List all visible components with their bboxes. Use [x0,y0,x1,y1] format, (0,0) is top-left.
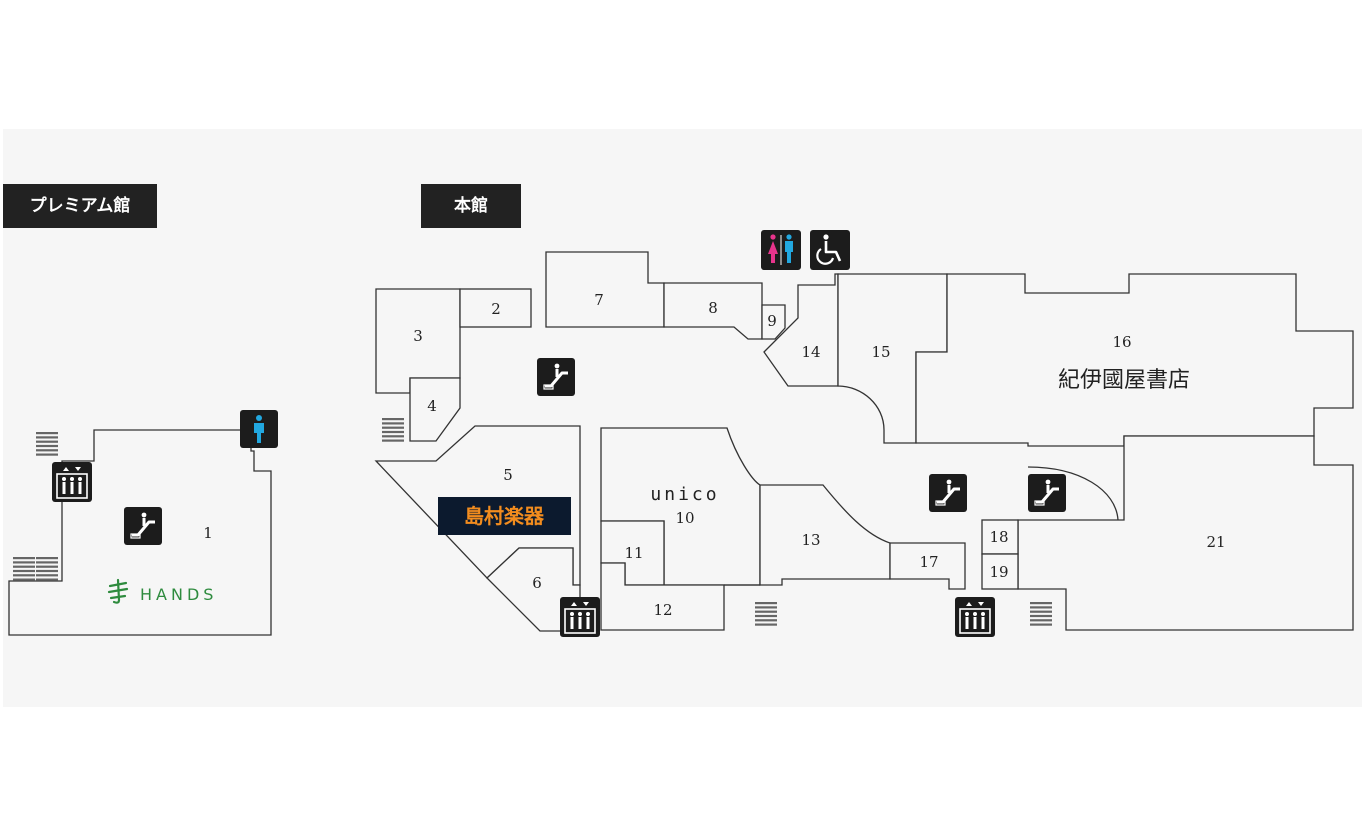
store-16-area[interactable] [915,273,1354,447]
store-21-number: 21 [1206,533,1225,551]
stairs-icon [36,557,58,581]
elevator-icon [559,596,601,638]
stairs-icon [36,432,58,456]
store-15-number: 15 [871,343,890,361]
store-19-area[interactable] [981,553,1019,590]
store-3-number: 3 [413,327,423,345]
store-8-area[interactable] [663,282,763,340]
shimamura-logo: 島村楽器 [438,497,571,535]
store-4-area[interactable] [409,377,461,442]
kinokuniya-wordmark: 紀伊國屋書店 [1058,368,1190,393]
store-10-number: 10 [675,509,694,527]
store-6-number: 6 [532,574,542,592]
store-17-number: 17 [919,553,938,571]
store-9-area[interactable] [761,304,786,340]
store-5-number: 5 [503,466,513,484]
store-21-area[interactable] [1017,435,1354,631]
premium-building-label: プレミアム館 [3,184,157,228]
store-18-number: 18 [989,528,1008,546]
store-16-number: 16 [1112,333,1131,351]
store-14-number: 14 [801,343,820,361]
mens-restroom-icon [240,410,278,448]
store-2-area[interactable] [459,288,532,328]
elevator-icon [954,596,996,638]
main-building-label: 本館 [421,184,521,228]
store-7-area[interactable] [545,251,665,328]
stairs-icon [755,602,777,626]
escalator-icon [927,472,969,514]
escalator-icon [122,505,164,547]
hands-logo: HANDS [107,578,217,604]
store-13-number: 13 [801,531,820,549]
store-13-area[interactable] [759,484,891,586]
restroom-icon [761,230,801,270]
elevator-icon [51,461,93,503]
store-7-number: 7 [594,291,604,309]
stairs-icon [382,418,404,442]
hands-wordmark: HANDS [140,585,217,604]
accessible-restroom-icon [810,230,850,270]
store-4-number: 4 [427,397,437,415]
store-1-number: 1 [203,524,213,542]
corridor-edge [1027,466,1119,521]
escalator-icon [1026,472,1068,514]
stairs-icon [1030,602,1052,626]
store-17-area[interactable] [889,542,966,590]
store-19-number: 19 [989,563,1008,581]
store-9-number: 9 [767,312,777,330]
stairs-icon [13,557,35,581]
store-12-number: 12 [653,601,672,619]
store-2-number: 2 [491,300,501,318]
store-11-number: 11 [624,544,643,562]
shimamura-wordmark: 島村楽器 [464,504,545,528]
unico-wordmark: unico [650,484,719,505]
hands-mark-icon [107,578,129,604]
escalator-icon [535,356,577,398]
store-8-number: 8 [708,299,718,317]
store-18-area[interactable] [981,519,1019,555]
